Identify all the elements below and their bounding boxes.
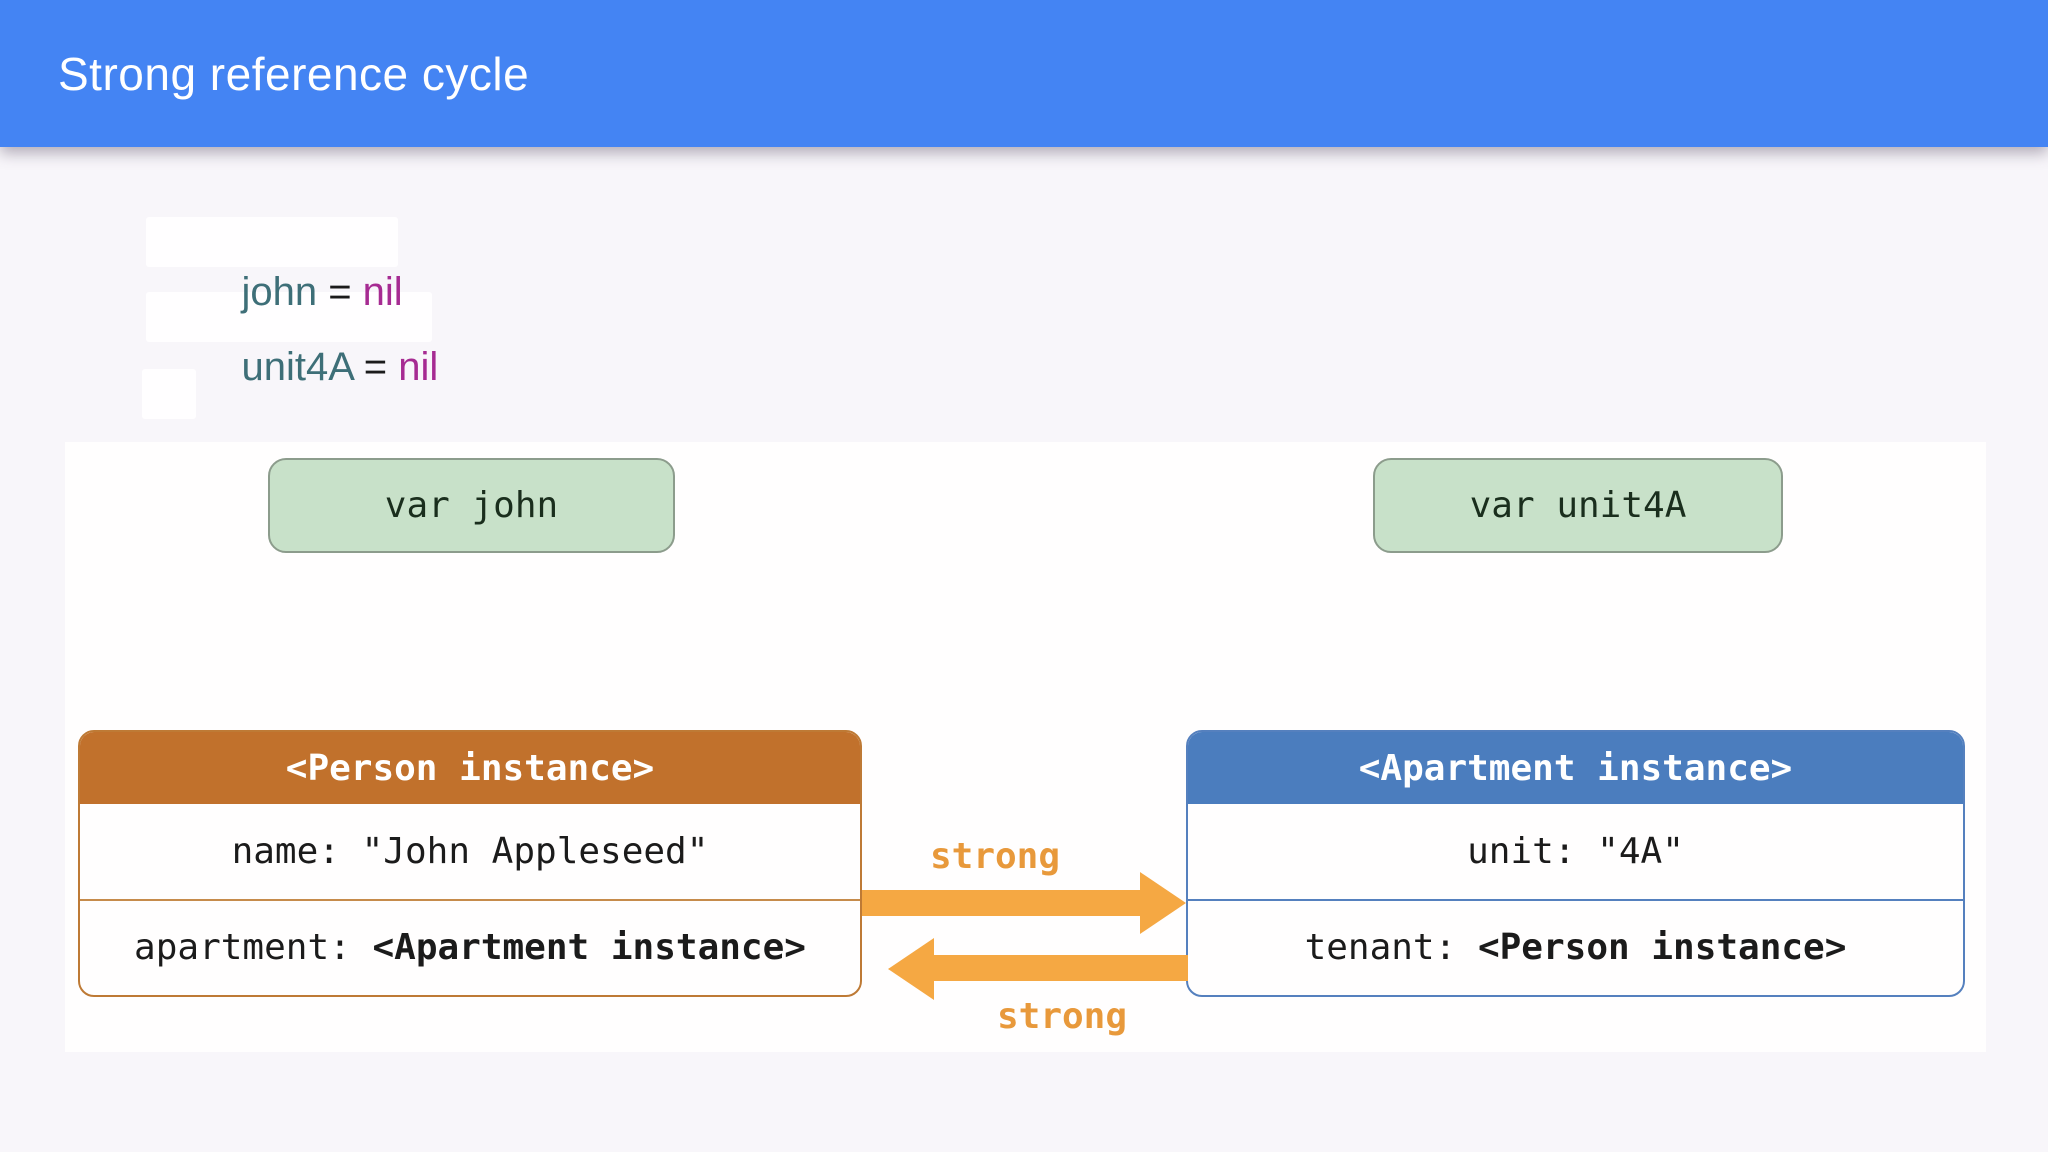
strong-arrow-left-head-icon (888, 938, 934, 1000)
code-token-variable: john (241, 270, 318, 314)
strong-arrow-right-head-icon (1140, 872, 1186, 934)
person-instance-box: <Person instance> name: "John Appleseed"… (78, 730, 862, 997)
apartment-instance-box: <Apartment instance> unit: "4A" tenant: … (1186, 730, 1965, 997)
apartment-tenant-row: tenant: <Person instance> (1188, 898, 1963, 996)
strong-label-top: strong (929, 836, 1061, 877)
person-apartment-row: apartment: <Apartment instance> (80, 898, 860, 996)
title-bar: Strong reference cycle (0, 0, 2048, 147)
strong-arrow-right-shaft (862, 890, 1140, 916)
person-instance-header: <Person instance> (80, 732, 860, 804)
apartment-instance-header: <Apartment instance> (1188, 732, 1963, 804)
code-token-operator: = (317, 270, 363, 314)
var-box-unit4a: var unit4A (1373, 458, 1783, 553)
property-label: apartment: (134, 927, 373, 969)
code-line-unit4a: unit4A = nil (197, 292, 438, 389)
var-box-john: var john (268, 458, 675, 553)
var-box-john-label: var john (384, 485, 559, 526)
property-label: tenant: (1304, 927, 1478, 969)
code-line-highlight (146, 292, 432, 342)
property-label: name: (231, 830, 362, 872)
diagram-panel: var john var unit4A <Person instance> na… (65, 442, 1986, 1052)
code-token-variable: unit4A (241, 345, 353, 389)
empty-line-highlight (142, 369, 196, 419)
code-token-nil: nil (362, 270, 403, 314)
apartment-instance-title: <Apartment instance> (1358, 747, 1793, 789)
person-name-row: name: "John Appleseed" (80, 804, 860, 899)
var-box-unit4a-label: var unit4A (1469, 485, 1687, 526)
strong-label-bottom: strong (996, 996, 1128, 1037)
person-instance-title: <Person instance> (285, 747, 655, 789)
code-token-nil: nil (398, 345, 439, 389)
property-value: "John Appleseed" (361, 830, 709, 872)
property-value: <Person instance> (1477, 927, 1847, 969)
property-value: <Apartment instance> (372, 927, 806, 969)
code-token-operator: = (352, 345, 399, 389)
code-line-john: john = nil (197, 217, 402, 314)
page-title: Strong reference cycle (58, 47, 530, 100)
property-value: "4A" (1597, 830, 1684, 872)
property-label: unit: (1467, 830, 1598, 872)
code-line-highlight (146, 217, 398, 267)
strong-arrow-left-shaft (934, 955, 1188, 981)
apartment-unit-row: unit: "4A" (1188, 804, 1963, 899)
